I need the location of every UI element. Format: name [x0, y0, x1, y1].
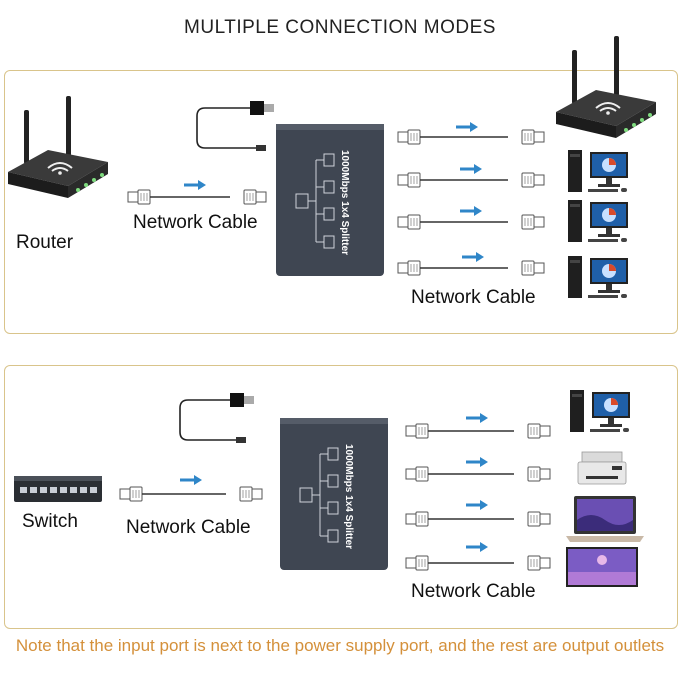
router-icon — [7, 95, 109, 199]
switch-label: Switch — [22, 511, 78, 532]
laptop-icon — [566, 496, 644, 542]
arrow-icon — [460, 250, 486, 264]
splitter-device-label: 1000Mbps 1x4 Splitter — [339, 150, 350, 255]
desktop-pc-icon — [568, 256, 628, 298]
splitter-device — [275, 123, 385, 277]
arrow-icon — [464, 411, 490, 425]
arrow-icon — [454, 120, 480, 134]
output-cable — [397, 120, 545, 145]
printer-icon — [577, 451, 627, 485]
arrow-icon — [458, 204, 484, 218]
network-cable-label: Network Cable — [411, 287, 536, 308]
switch-icon — [14, 476, 102, 502]
output-cable — [397, 250, 545, 276]
output-cable — [405, 540, 551, 571]
desktop-pc-icon — [568, 150, 628, 192]
arrow-icon — [464, 498, 490, 512]
arrow-icon — [458, 162, 484, 176]
footnote: Note that the input port is next to the … — [15, 636, 665, 655]
splitter-device-label: 1000Mbps 1x4 Splitter — [343, 444, 354, 549]
output-cable — [397, 162, 545, 188]
desktop-pc-icon — [568, 200, 628, 242]
router-icon — [555, 35, 657, 139]
network-cable-label: Network Cable — [126, 517, 251, 538]
router-label: Router — [16, 232, 74, 253]
arrow-icon — [464, 455, 490, 469]
network-cable-label: Network Cable — [133, 212, 258, 233]
output-cable — [405, 455, 551, 482]
network-cable-label: Network Cable — [411, 581, 536, 602]
power-cable — [196, 107, 258, 149]
power-cable — [179, 399, 238, 441]
output-cable — [405, 411, 551, 439]
page-title: MULTIPLE CONNECTION MODES — [184, 17, 496, 38]
splitter-device — [279, 417, 389, 571]
arrow-icon — [182, 178, 208, 192]
desktop-pc-icon — [570, 390, 630, 432]
output-cable — [405, 498, 551, 527]
arrow-icon — [464, 540, 490, 554]
arrow-icon — [178, 473, 204, 487]
output-cable — [397, 204, 545, 230]
tv-icon — [566, 547, 638, 587]
